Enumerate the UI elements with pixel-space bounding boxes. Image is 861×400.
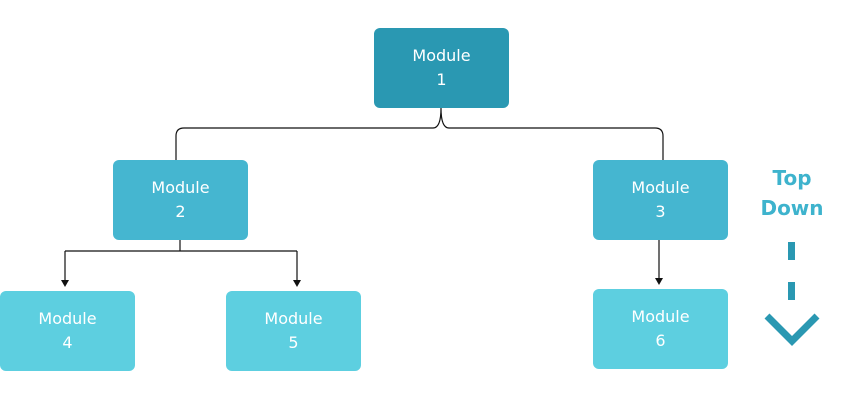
module-3-box: Module 3: [593, 160, 728, 240]
arrowhead-module-5: [293, 280, 301, 287]
module-1-number: 1: [436, 70, 447, 89]
module-1-box: Module 1: [374, 28, 509, 108]
module-6-label: Module: [631, 307, 690, 326]
module-2-label: Module: [151, 178, 210, 197]
module-6-number: 6: [655, 331, 666, 350]
module-5-label: Module: [264, 309, 323, 328]
top-down-label-line1: Top: [772, 166, 812, 190]
module-4-number: 4: [62, 333, 73, 352]
module-1-label: Module: [412, 46, 471, 65]
module-3-number: 3: [655, 202, 666, 221]
module-3-label: Module: [631, 178, 690, 197]
top-down-label-line2: Down: [760, 196, 824, 220]
module-6-box: Module 6: [593, 289, 728, 369]
edge-2-to-4-5: [64, 240, 298, 283]
module-2-box: Module 2: [113, 160, 248, 240]
arrowhead-module-6: [655, 278, 663, 285]
module-2-number: 2: [175, 202, 186, 221]
module-5-number: 5: [288, 333, 299, 352]
arrowhead-module-4: [61, 280, 69, 287]
module-4-label: Module: [38, 309, 97, 328]
module-5-box: Module 5: [226, 291, 361, 371]
top-down-label: Top Down: [748, 163, 836, 223]
edge-1-to-2-3: [175, 107, 664, 160]
dashed-down-arrow-icon: [764, 242, 820, 346]
module-4-box: Module 4: [0, 291, 135, 371]
